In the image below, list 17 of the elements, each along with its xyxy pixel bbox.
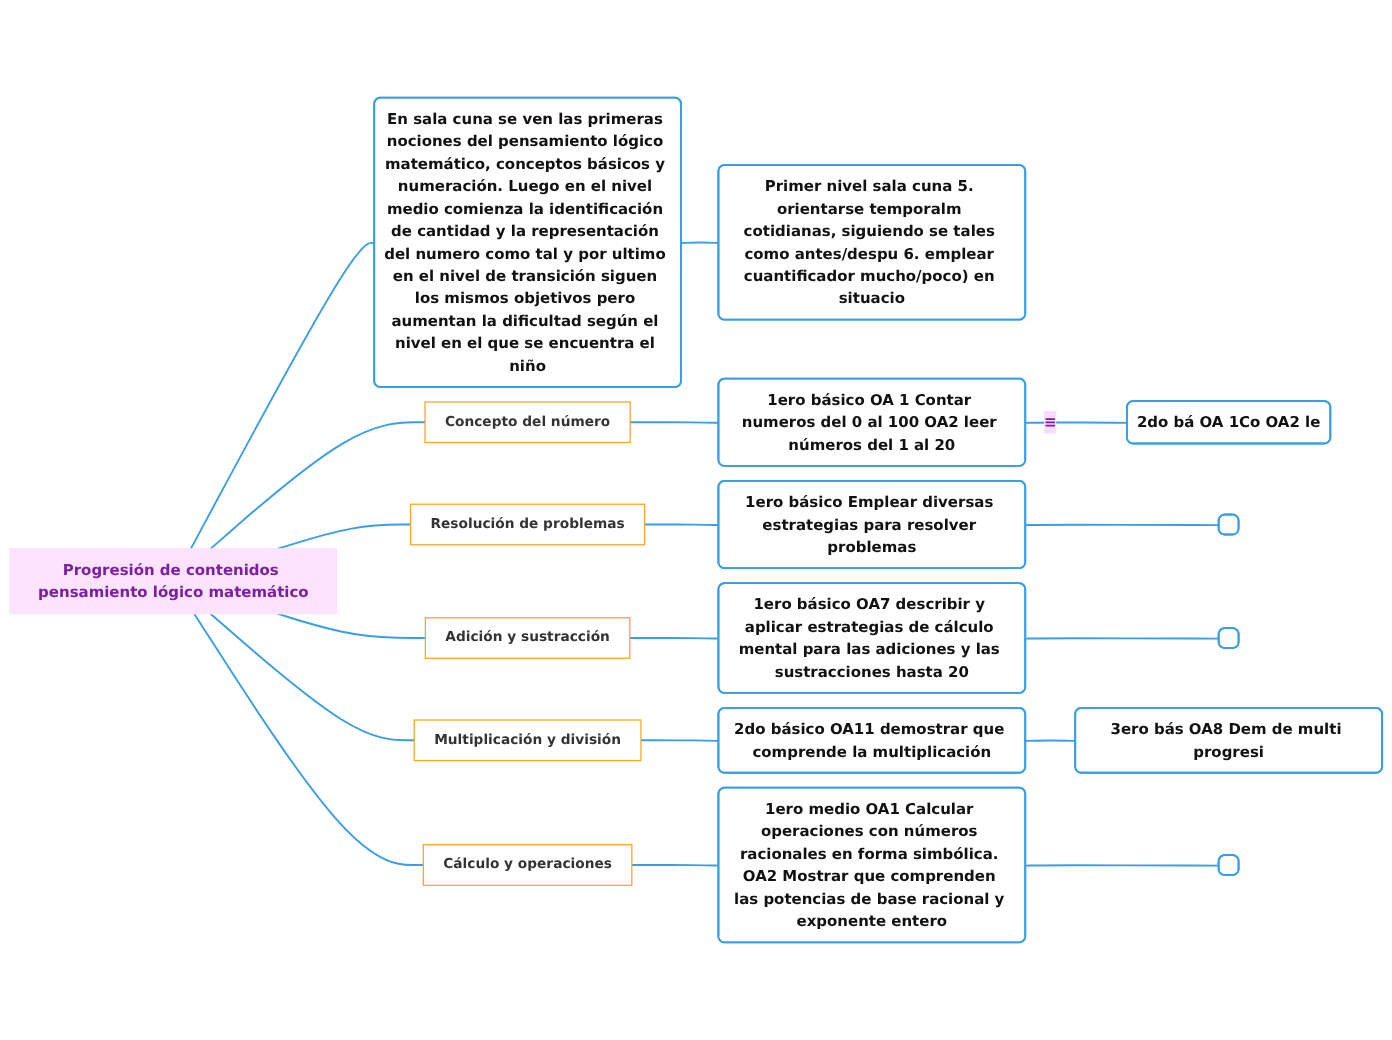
connector [209,421,426,550]
connector [630,864,720,867]
connector [276,612,427,639]
connector [628,637,720,640]
connector [643,523,720,527]
connector [276,523,412,550]
connector [1024,421,1129,424]
connector [640,739,720,742]
connector [189,241,376,550]
connector [1024,637,1221,640]
connector [1024,739,1077,742]
connector [1024,523,1221,527]
connector [629,421,720,424]
connector [209,612,416,742]
connector [680,241,720,244]
connector [193,612,425,866]
connector [1024,864,1221,867]
